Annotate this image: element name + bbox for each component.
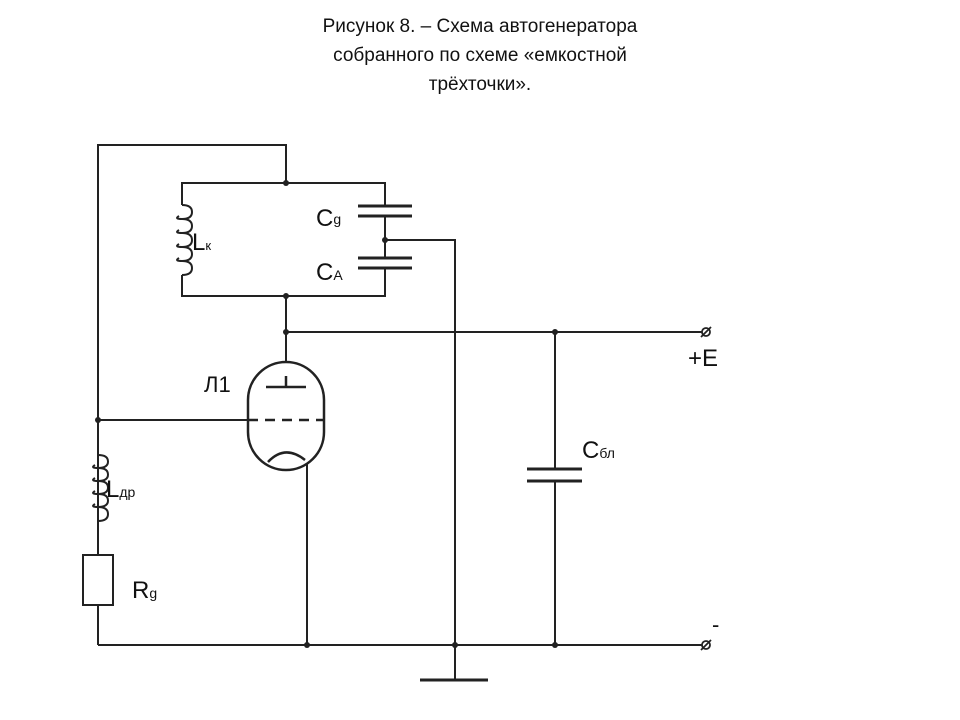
wire-feedback-top	[97, 144, 287, 645]
inductor-ldr	[92, 454, 110, 522]
caption-line-2: собранного по схеме «емкостной	[333, 45, 627, 66]
junction-tank-top	[283, 180, 289, 186]
tube-envelope	[246, 360, 326, 472]
label-ldr: Lдр	[106, 476, 136, 503]
junction-tank-bottom	[283, 293, 289, 299]
label-rg: Rg	[132, 577, 157, 604]
label-cbl: Cбл	[582, 437, 615, 464]
caption-line-1: Рисунок 8. – Схема автогенератора	[322, 16, 638, 37]
label-lk: Lк	[192, 229, 211, 256]
wire-tank-loop	[181, 182, 386, 297]
vacuum-tube-l1	[246, 360, 326, 472]
capacitor-ca	[358, 256, 412, 270]
wires	[97, 144, 702, 680]
label-minus: -	[712, 612, 719, 637]
label-ca: CA	[316, 259, 343, 286]
capacitor-cbl	[527, 467, 582, 483]
label-plus-e: +E	[688, 345, 718, 372]
caption-line-3: трёхточки».	[428, 74, 532, 95]
tube-cathode	[267, 451, 306, 463]
junction-ground	[452, 642, 458, 648]
junction-grid	[95, 417, 101, 423]
label-tube-l1: Л1	[204, 372, 231, 397]
terminal-plus-e	[700, 326, 712, 338]
terminal-minus	[700, 639, 712, 651]
capacitor-cg	[358, 204, 412, 218]
wire-cap-tap	[385, 239, 456, 680]
figure-caption: Рисунок 8. – Схема автогенератора собран…	[0, 12, 960, 99]
junction-cbl-top	[552, 329, 558, 335]
junction-cbl-bottom	[552, 642, 558, 648]
junction-cap-mid	[382, 237, 388, 243]
inductor-lk	[176, 204, 194, 276]
junction-cathode	[304, 642, 310, 648]
label-cg: Cg	[316, 205, 341, 232]
resistor-rg	[82, 554, 114, 606]
junctions	[95, 180, 558, 648]
junction-anode	[283, 329, 289, 335]
